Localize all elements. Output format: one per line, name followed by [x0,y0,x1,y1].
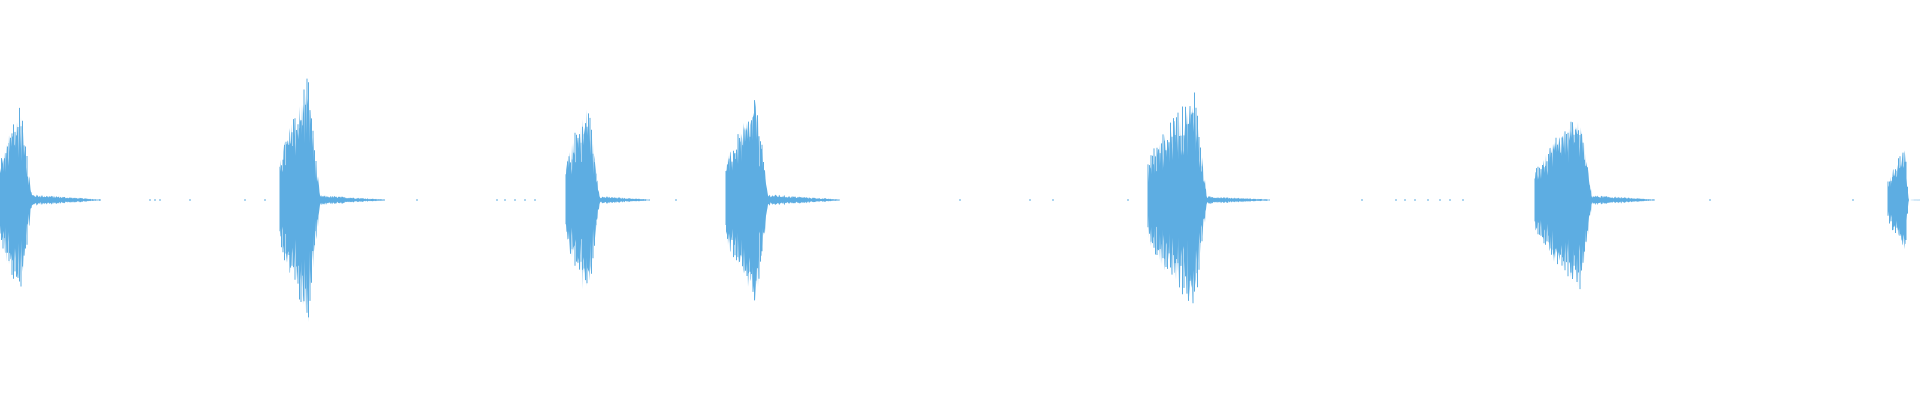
waveform-burst-2 [279,78,385,323]
waveform-burst-4 [725,100,840,301]
waveform-burst-body [280,93,385,323]
waveform-burst-body [566,109,650,290]
waveform-burst-6 [1534,121,1655,290]
waveform-burst-body [726,101,840,301]
waveform-burst-7 [1887,150,1920,250]
waveform-burst-1 [0,107,100,287]
waveform-burst-3 [565,109,650,290]
waveform-burst-5 [1147,92,1270,304]
